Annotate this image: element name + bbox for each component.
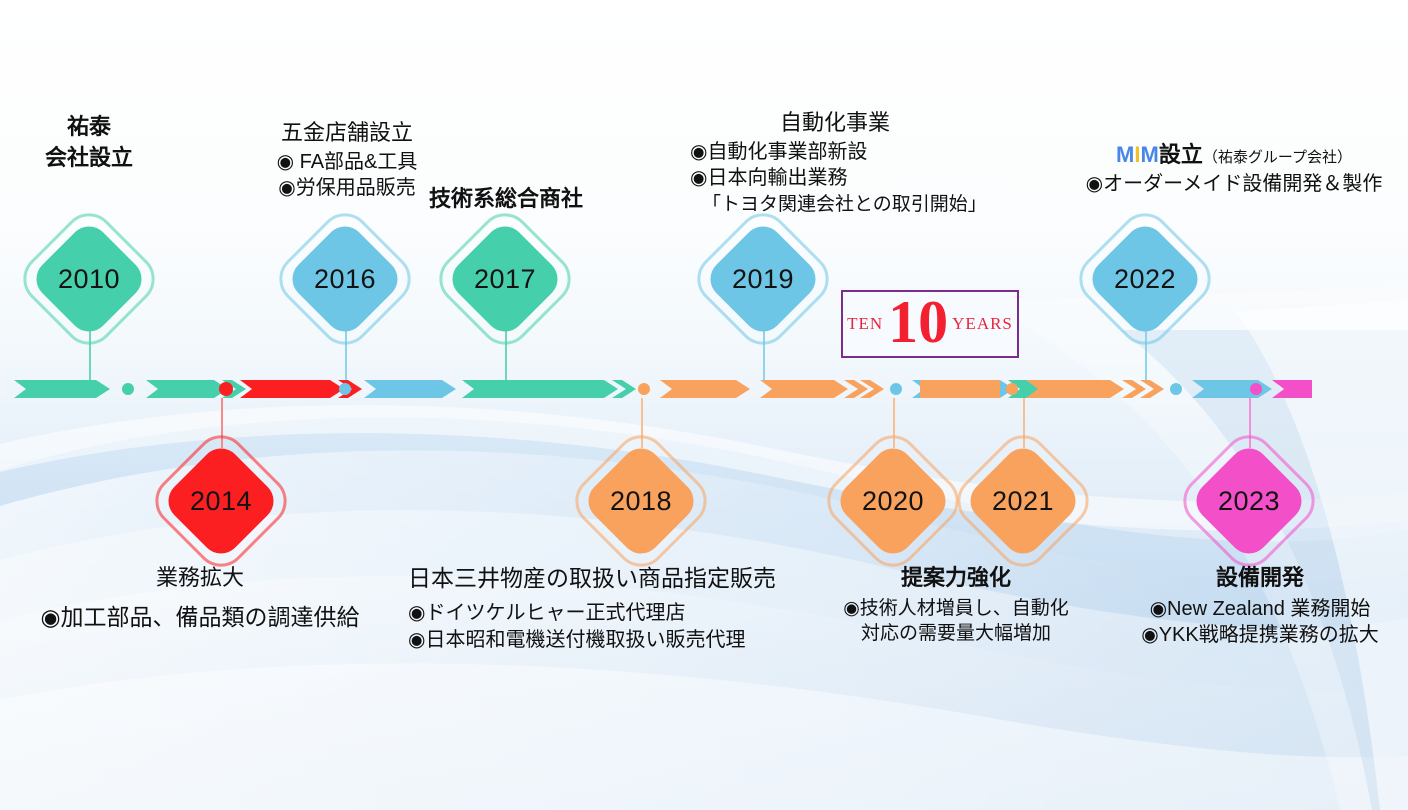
entry-2020-title: 提案力強化 (900, 565, 1011, 590)
node-year-label: 2021 (991, 485, 1055, 516)
timeline-node-2019[interactable]: 2019 (686, 202, 840, 356)
entry-2020-bullet-1: ◉技術人材増員し、自動化 (843, 598, 1069, 620)
node-year-label: 2017 (473, 263, 537, 294)
node-year-label: 2014 (189, 485, 253, 516)
entry-2018-title: 日本三井物産の取扱い商品指定販売 (408, 565, 776, 591)
entry-2022-text: MIM設立（祐泰グループ会社） ◉オーダーメイド設備開発＆製作 (1060, 140, 1408, 197)
stem-2016 (345, 330, 347, 380)
entry-2016-text: 五金店舗設立 ◉ FA部品&工具 ◉労保用品販売 (222, 118, 472, 202)
timeline-node-2023[interactable]: 2023 (1172, 424, 1326, 578)
entry-2019-text: 自動化事業 ◉自動化事業部新設 ◉日本向輸出業務 「トヨタ関連会社との取引開始」 (690, 108, 1050, 217)
entry-2016-bullet-2: ◉労保用品販売 (278, 177, 416, 200)
stem-2018 (641, 398, 643, 448)
stem-2023 (1249, 398, 1251, 448)
entry-2018-bullet-2: ◉日本昭和電機送付機取扱い販売代理 (408, 628, 746, 651)
stem-2010 (89, 330, 91, 380)
stem-2014 (221, 398, 223, 448)
stem-2021 (1023, 398, 1025, 448)
entry-2022-bullet-1: ◉オーダーメイド設備開発＆製作 (1085, 173, 1383, 196)
timeline-node-2014[interactable]: 2014 (144, 424, 298, 578)
timeline-node-2010[interactable]: 2010 (12, 202, 166, 356)
mim-letter-m2: M (1140, 142, 1159, 167)
stem-2017 (505, 330, 507, 380)
mim-parenthetical: （祐泰グループ会社） (1202, 149, 1352, 166)
entry-2010-title-line2: 会社設立 (44, 145, 133, 171)
node-year-label: 2016 (313, 263, 377, 294)
entry-2020-bullet-2: 対応の需要量大幅増加 (860, 623, 1051, 645)
node-year-label: 2022 (1113, 263, 1177, 294)
stem-2022 (1145, 330, 1147, 380)
node-year-label: 2010 (57, 263, 121, 294)
entry-2018-bullet-1: ◉ドイツケルヒャー正式代理店 (408, 602, 686, 625)
mim-suffix-label: 設立 (1158, 142, 1203, 167)
timeline-node-2018[interactable]: 2018 (564, 424, 718, 578)
node-year-label: 2023 (1217, 485, 1281, 516)
entry-2019-bullet-2: ◉日本向輸出業務 (690, 167, 848, 190)
timeline-node-2021[interactable]: 2021 (946, 424, 1100, 578)
timeline-node-2017[interactable]: 2017 (428, 202, 582, 356)
entry-2023-bullet-1: ◉New Zealand 業務開始 (1149, 598, 1371, 621)
entry-2023-title: 設備開発 (1215, 565, 1304, 590)
timeline-node-2020[interactable]: 2020 (816, 424, 970, 578)
timeline-node-2022[interactable]: 2022 (1068, 202, 1222, 356)
stem-2020 (893, 398, 895, 448)
entry-2022-title: MIM設立（祐泰グループ会社） (1060, 140, 1408, 169)
node-year-label: 2019 (731, 263, 795, 294)
badge-number: 10 (888, 289, 949, 355)
entry-2023-text: 設備開発 ◉New Zealand 業務開始 ◉YKK戦略提携業務の拡大 (1112, 563, 1408, 649)
timeline-axis (0, 372, 1408, 406)
entry-2014-title: 業務拡大 (155, 565, 244, 590)
ten-years-badge: TEN 10 YEARS (841, 290, 1019, 358)
entry-2020-text: 提案力強化 ◉技術人材増員し、自動化 対応の需要量大幅増加 (812, 563, 1100, 646)
badge-ten-label: TEN (847, 314, 884, 333)
entry-2014-bullet-1: ◉加工部品、備品類の調達供給 (40, 604, 360, 631)
badge-years-label: YEARS (952, 314, 1013, 333)
entry-2010-title-line1: 祐泰 (66, 114, 111, 139)
node-year-label: 2018 (609, 485, 673, 516)
mim-letter-m1: M (1116, 142, 1135, 167)
node-year-label: 2020 (861, 485, 925, 516)
entry-2017-text: 技術系総合商社 (400, 184, 612, 215)
entry-2018-text: 日本三井物産の取扱い商品指定販売 ◉ドイツケルヒャー正式代理店 ◉日本昭和電機送… (408, 563, 808, 653)
entry-2010-text: 祐泰 会社設立 (9, 112, 169, 174)
entry-2016-bullet-1: ◉ FA部品&工具 (276, 151, 418, 174)
timeline-node-2016[interactable]: 2016 (268, 202, 422, 356)
mim-letter-i: I (1134, 142, 1141, 167)
entry-2023-bullet-2: ◉YKK戦略提携業務の拡大 (1141, 624, 1379, 647)
entry-2019-note: 「トヨタ関連会社との取引開始」 (702, 193, 987, 215)
entry-2019-title: 自動化事業 (779, 110, 890, 135)
entry-2019-bullet-1: ◉自動化事業部新設 (690, 141, 868, 164)
entry-2016-title: 五金店舗設立 (280, 120, 413, 145)
entry-2017-title: 技術系総合商社 (428, 186, 583, 211)
entry-2014-text: 業務拡大 ◉加工部品、備品類の調達供給 (0, 563, 400, 632)
stem-2019 (763, 330, 765, 380)
